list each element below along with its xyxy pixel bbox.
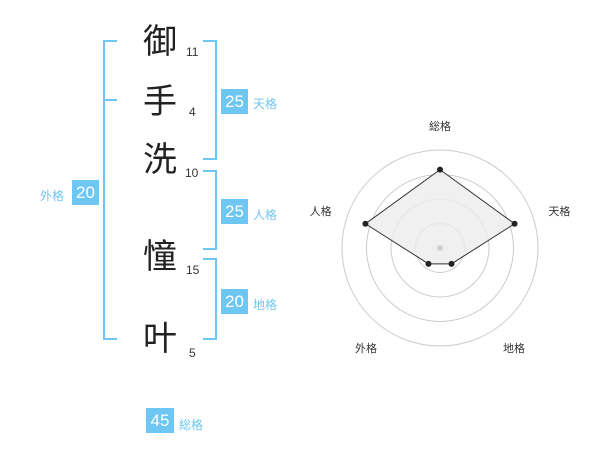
radar-point-3 bbox=[448, 260, 455, 267]
tenkaku-label: 天格 bbox=[253, 97, 278, 111]
radar-point-1 bbox=[437, 166, 443, 173]
name-char-3: 洗 bbox=[143, 140, 177, 180]
stroke-count-3: 10 bbox=[185, 166, 199, 180]
stroke-count-2: 4 bbox=[189, 105, 196, 119]
jinkaku-badge: 25 bbox=[221, 199, 248, 224]
soukaku-label: 総格 bbox=[179, 418, 204, 432]
name-char-4: 憧 bbox=[143, 237, 177, 277]
radar-center-dot bbox=[437, 245, 443, 251]
radar-axis-label-3: 地格 bbox=[503, 341, 525, 355]
gaikaku-bracket bbox=[103, 40, 117, 340]
jinkaku-bracket bbox=[203, 170, 217, 250]
radar-point-5 bbox=[362, 220, 369, 227]
tenkaku-badge: 25 bbox=[221, 89, 248, 114]
bracket-tick bbox=[103, 99, 117, 101]
jinkaku-label: 人格 bbox=[253, 208, 278, 222]
radar-axis-label-1: 総格 bbox=[429, 119, 451, 133]
radar-axis-label-5: 人格 bbox=[310, 204, 332, 218]
chikaku-bracket bbox=[203, 258, 217, 340]
soukaku-badge: 45 bbox=[146, 408, 174, 433]
radar-point-2 bbox=[511, 220, 518, 227]
chikaku-label: 地格 bbox=[253, 298, 278, 312]
tenkaku-bracket bbox=[203, 40, 217, 160]
name-char-2: 手 bbox=[143, 82, 177, 122]
name-char-5: 叶 bbox=[143, 319, 177, 359]
stroke-count-4: 15 bbox=[186, 263, 200, 277]
radar-axis-label-4: 外格 bbox=[355, 341, 377, 355]
radar-axis-label-2: 天格 bbox=[548, 204, 570, 218]
radar-point-4 bbox=[425, 260, 432, 267]
stroke-count-1: 11 bbox=[186, 45, 199, 59]
chikaku-badge: 20 bbox=[221, 289, 248, 314]
gaikaku-badge: 20 bbox=[72, 180, 99, 205]
name-char-1: 御 bbox=[143, 22, 177, 62]
radar-value-polygon bbox=[364, 168, 516, 265]
stroke-count-5: 5 bbox=[189, 346, 196, 360]
gaikaku-label: 外格 bbox=[40, 189, 65, 203]
